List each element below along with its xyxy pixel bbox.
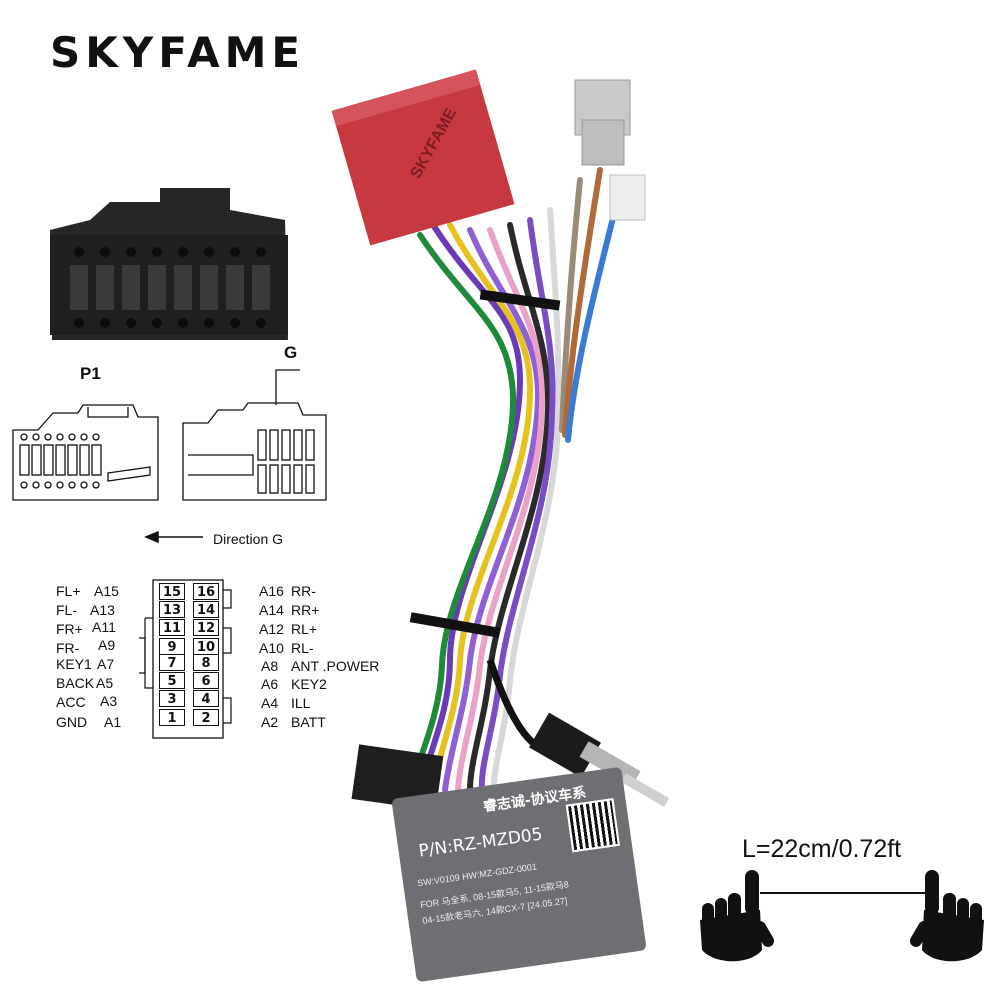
right-signal: RR+	[291, 602, 320, 618]
left-pin: A7	[97, 656, 115, 672]
black-connector-image	[50, 188, 288, 340]
left-pin: A15	[94, 583, 119, 599]
left-signal: BACK	[56, 675, 95, 691]
right-pin: A14	[259, 602, 284, 618]
right-signal: BATT	[291, 714, 326, 730]
right-pin: A2	[261, 714, 279, 730]
right-pin: A8	[261, 658, 279, 674]
left-pin: A5	[96, 675, 114, 691]
right-signal: ILL	[291, 695, 311, 711]
right-pin: A12	[259, 621, 284, 637]
right-pin: A6	[261, 676, 279, 692]
right-hand-icon	[910, 870, 984, 962]
pin-16: 16	[193, 583, 219, 600]
right-pin: A4	[261, 695, 279, 711]
right-signal: KEY2	[291, 676, 327, 692]
direction-label: Direction G	[213, 531, 284, 547]
left-pin: A3	[100, 693, 118, 709]
pin-13: 13	[159, 601, 185, 618]
pin-8: 8	[193, 654, 219, 671]
pin-2: 2	[193, 709, 219, 726]
qr-code-icon	[565, 798, 620, 853]
decoder-module: 睿志诚-协议车系 P/N:RZ-MZD05 SW:V0109 HW:MZ-GDZ…	[391, 766, 647, 983]
pin-3: 3	[159, 690, 185, 707]
pin-1: 1	[159, 709, 185, 726]
right-pin: A16	[259, 583, 284, 599]
left-signal: FR+	[56, 621, 83, 637]
left-pin: A11	[92, 619, 116, 635]
left-signal: FL-	[56, 602, 77, 618]
pin-5: 5	[159, 672, 185, 689]
right-pin: A10	[259, 640, 284, 656]
pin-9: 9	[159, 638, 185, 655]
right-signal: RR-	[291, 583, 316, 599]
harness-image: SKYFAME	[331, 69, 670, 811]
left-hand-icon	[700, 870, 774, 962]
left-pin: A1	[104, 714, 122, 730]
right-signal: ANT .POWER	[291, 658, 380, 674]
brand-logo: SKYFAME	[50, 28, 306, 77]
pin-15: 15	[159, 583, 185, 600]
pin-12: 12	[193, 619, 219, 636]
pinout-frame	[139, 579, 232, 739]
connector-line-drawing	[12, 369, 327, 544]
pin-14: 14	[193, 601, 219, 618]
left-signal: GND	[56, 714, 88, 730]
right-signal: RL-	[291, 640, 314, 656]
left-pin: A9	[98, 637, 116, 653]
g-label: G	[284, 343, 298, 362]
left-signal: FR-	[56, 640, 80, 656]
left-signal: KEY1	[56, 656, 92, 672]
pin-4: 4	[193, 690, 219, 707]
length-indicator	[700, 870, 984, 962]
pin-6: 6	[193, 672, 219, 689]
pin-10: 10	[193, 638, 219, 655]
pin-11: 11	[159, 619, 185, 636]
left-pin: A13	[90, 602, 115, 618]
left-signal: ACC	[56, 694, 86, 710]
p1-label: P1	[80, 364, 101, 383]
pin-7: 7	[159, 654, 185, 671]
module-part-number: P/N:RZ-MZD05	[417, 824, 544, 862]
left-signal: FL+	[56, 583, 81, 599]
length-label: L=22cm/0.72ft	[742, 835, 902, 863]
right-signal: RL+	[291, 621, 318, 637]
